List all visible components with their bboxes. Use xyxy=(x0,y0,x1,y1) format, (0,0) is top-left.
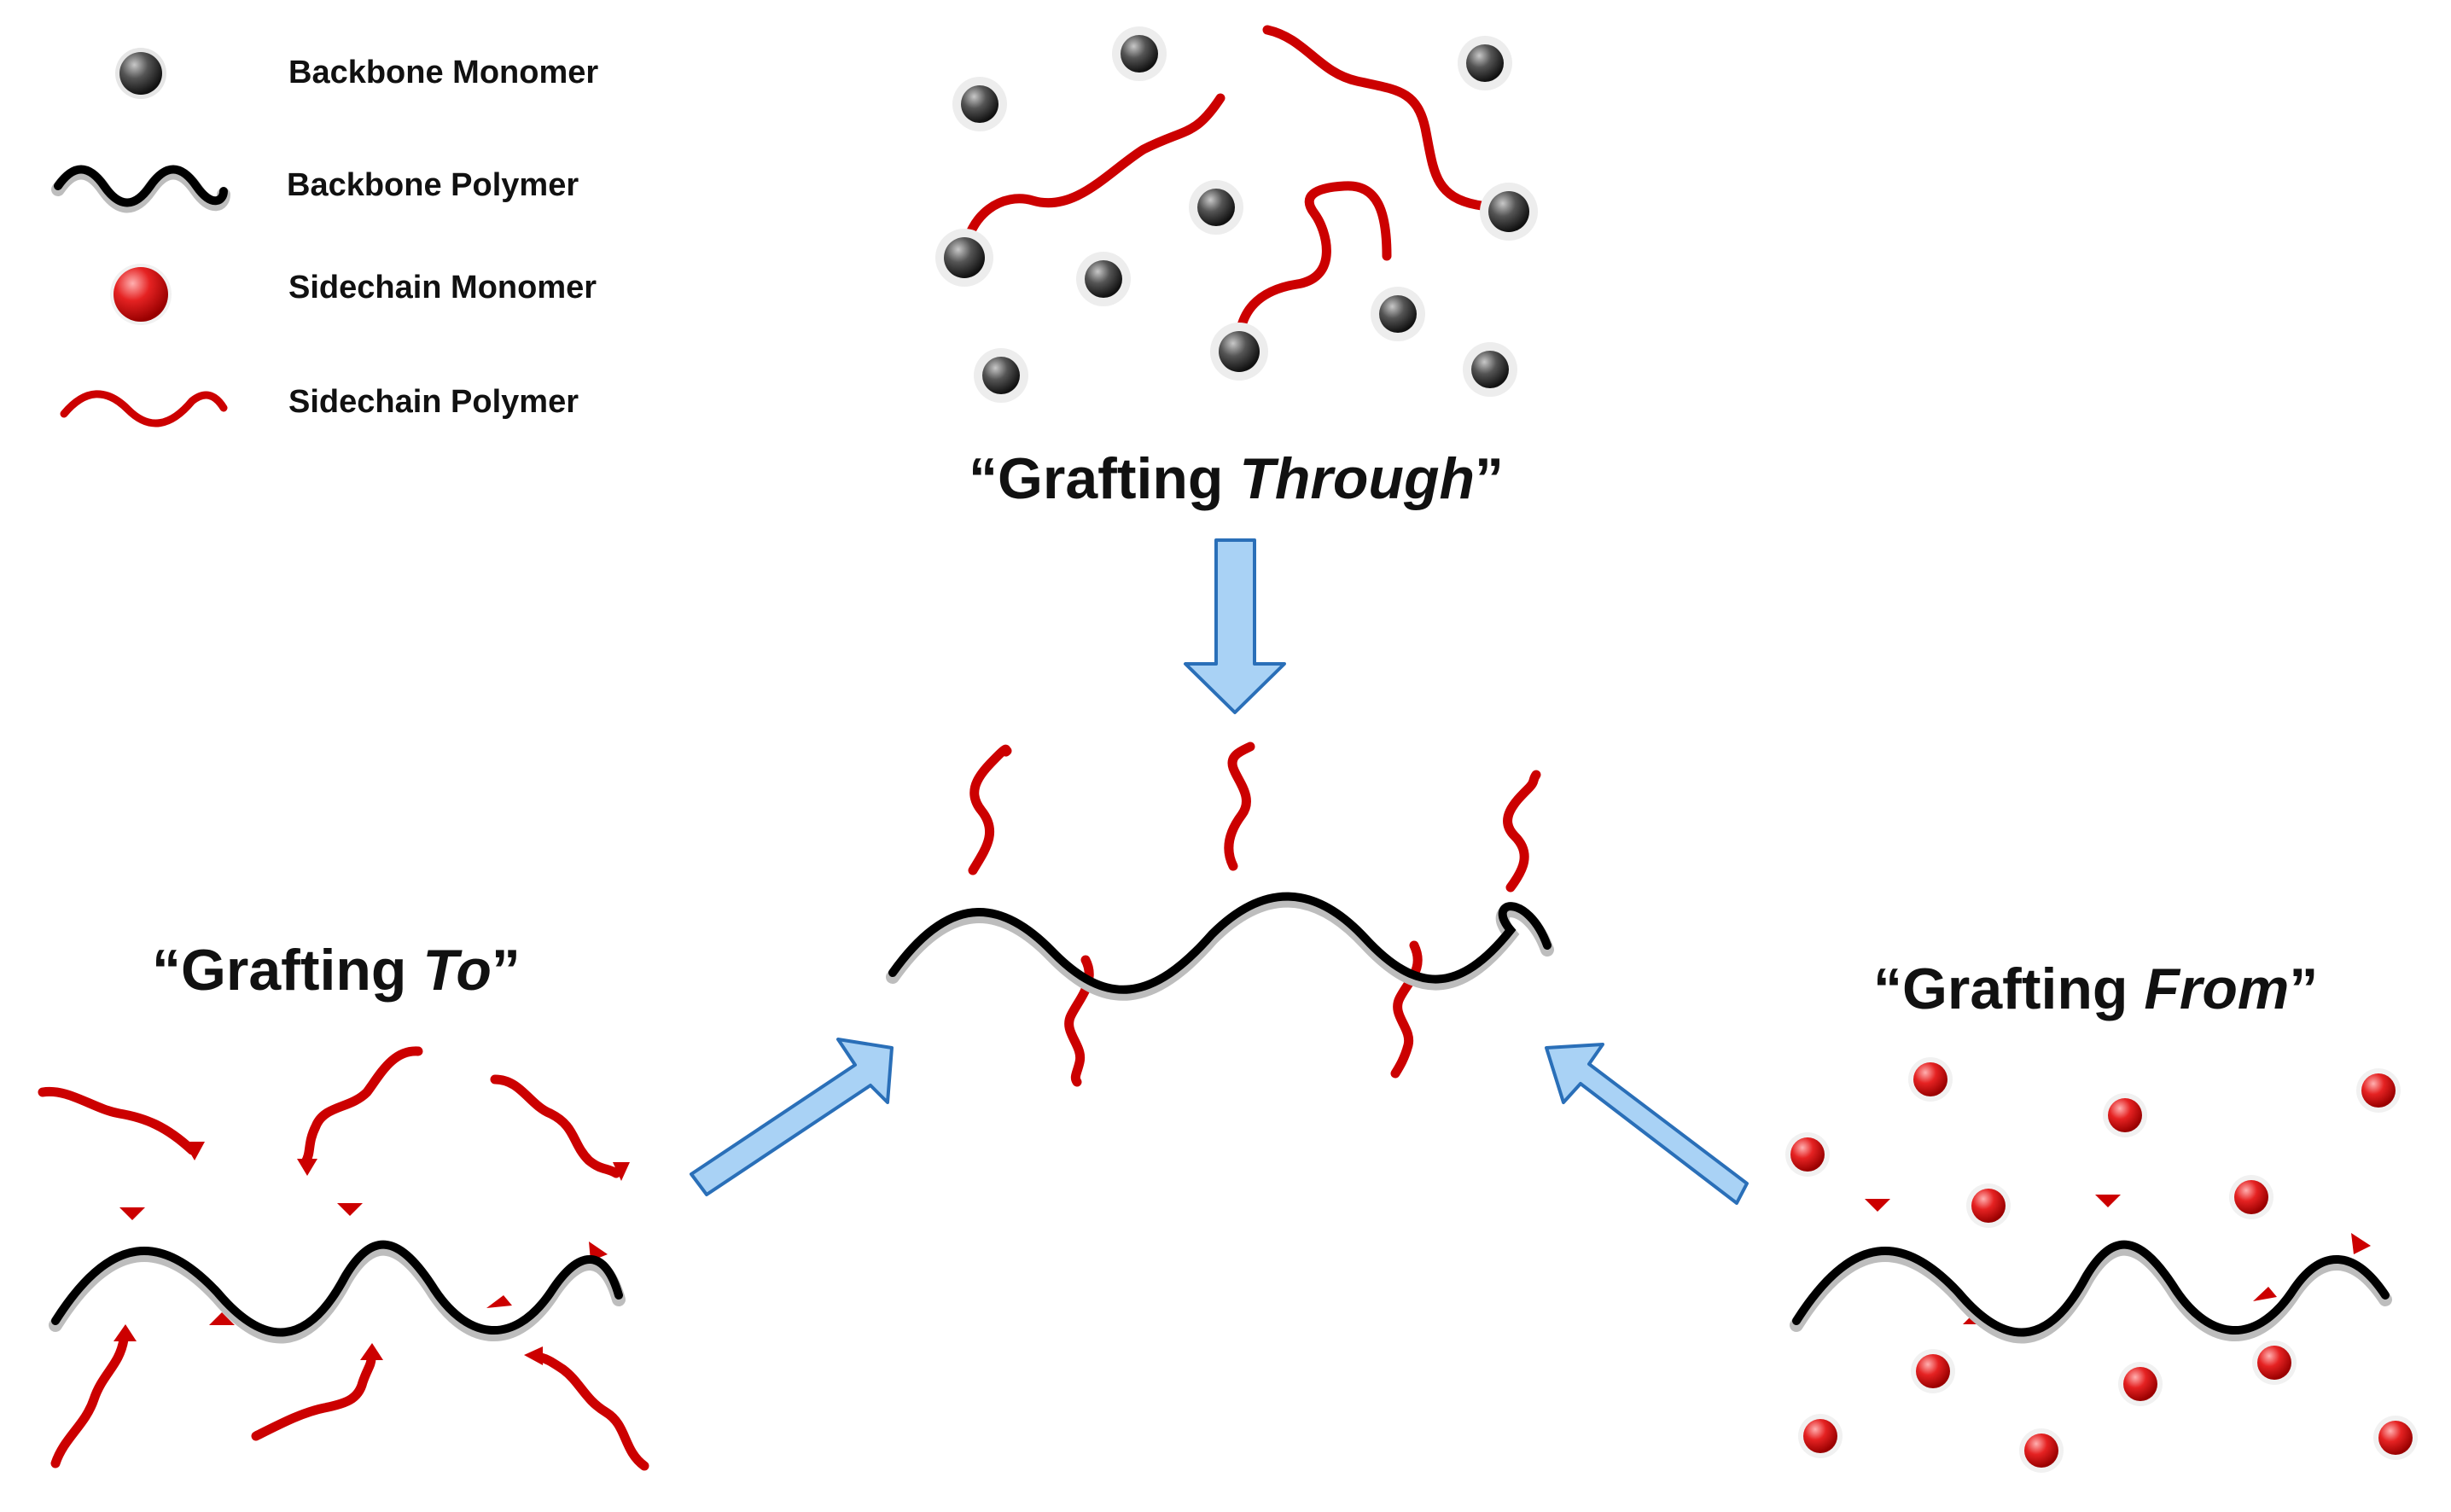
sidechain-monomer xyxy=(1785,1132,1830,1177)
initiator-site xyxy=(2253,1287,2277,1301)
free-sidechain xyxy=(490,1074,630,1181)
legend xyxy=(51,48,230,427)
macromonomer xyxy=(1262,25,1538,241)
grafting-through-reactants xyxy=(935,25,1538,403)
sidechain-monomer xyxy=(1908,1057,1953,1102)
macromonomer xyxy=(935,93,1226,287)
free-sidechain xyxy=(297,1046,423,1176)
legend-backbone-monomer-icon xyxy=(115,48,166,99)
sidechain-monomer xyxy=(2356,1068,2401,1113)
backbone-monomer xyxy=(1112,26,1167,81)
grafting-from-panel xyxy=(1785,1057,2418,1473)
grafted-sidechain xyxy=(968,744,1012,875)
initiator-site xyxy=(1865,1199,1890,1212)
free-sidechain xyxy=(524,1346,649,1471)
title-grafting-from: “Grafting From” xyxy=(1873,957,2319,1021)
sidechain-monomer xyxy=(1911,1349,1955,1393)
backbone-polymer xyxy=(1790,1240,2392,1344)
backbone-monomer xyxy=(1458,36,1512,90)
up-right-arrow xyxy=(690,1038,894,1196)
free-sidechain xyxy=(38,1086,205,1160)
grafted-sidechain xyxy=(1503,770,1541,893)
legend-label-backbone-polymer: Backbone Polymer xyxy=(287,167,579,203)
title-grafting-through: “Grafting Through” xyxy=(969,446,1505,511)
reactive-site xyxy=(209,1312,235,1325)
sidechain-monomer xyxy=(2103,1093,2147,1137)
macromonomer xyxy=(1210,181,1392,381)
free-sidechain xyxy=(50,1324,137,1468)
backbone-monomer xyxy=(952,77,1007,131)
down-arrow xyxy=(1184,538,1286,714)
title-grafting-to: “Grafting To” xyxy=(152,938,521,1003)
grafting-to-panel xyxy=(38,1046,649,1471)
initiator-site xyxy=(2351,1233,2371,1254)
reactive-site xyxy=(119,1207,145,1220)
legend-backbone-polymer-icon xyxy=(51,165,230,213)
backbone-monomer xyxy=(1189,180,1243,235)
legend-sidechain-polymer-icon xyxy=(60,390,228,427)
sidechain-monomer xyxy=(2373,1416,2418,1460)
initiator-site xyxy=(2095,1195,2121,1207)
brush-polymer-product xyxy=(886,741,1554,1087)
free-sidechain xyxy=(251,1343,383,1441)
backbone-monomer xyxy=(974,348,1028,403)
legend-label-sidechain-monomer: Sidechain Monomer xyxy=(288,270,597,305)
grafted-sidechain xyxy=(1224,741,1255,871)
reactive-site xyxy=(337,1203,363,1216)
backbone-monomer xyxy=(1463,342,1517,397)
sidechain-monomer xyxy=(2118,1362,2163,1406)
sidechain-monomer xyxy=(2252,1340,2297,1385)
sidechain-monomer xyxy=(2229,1175,2273,1219)
sidechain-monomer xyxy=(2019,1428,2064,1473)
backbone-monomer xyxy=(1076,252,1131,306)
legend-sidechain-monomer-icon xyxy=(110,264,172,325)
sidechain-monomer xyxy=(1798,1414,1843,1458)
legend-label-sidechain-polymer: Sidechain Polymer xyxy=(288,384,579,420)
reactive-site xyxy=(486,1295,512,1308)
sidechain-monomer xyxy=(1966,1183,2011,1228)
backbone-monomer xyxy=(1371,287,1425,341)
up-left-arrow xyxy=(1545,1043,1749,1205)
backbone-polymer xyxy=(886,892,1554,1001)
legend-label-backbone-monomer: Backbone Monomer xyxy=(288,55,599,90)
backbone-polymer xyxy=(49,1240,626,1344)
